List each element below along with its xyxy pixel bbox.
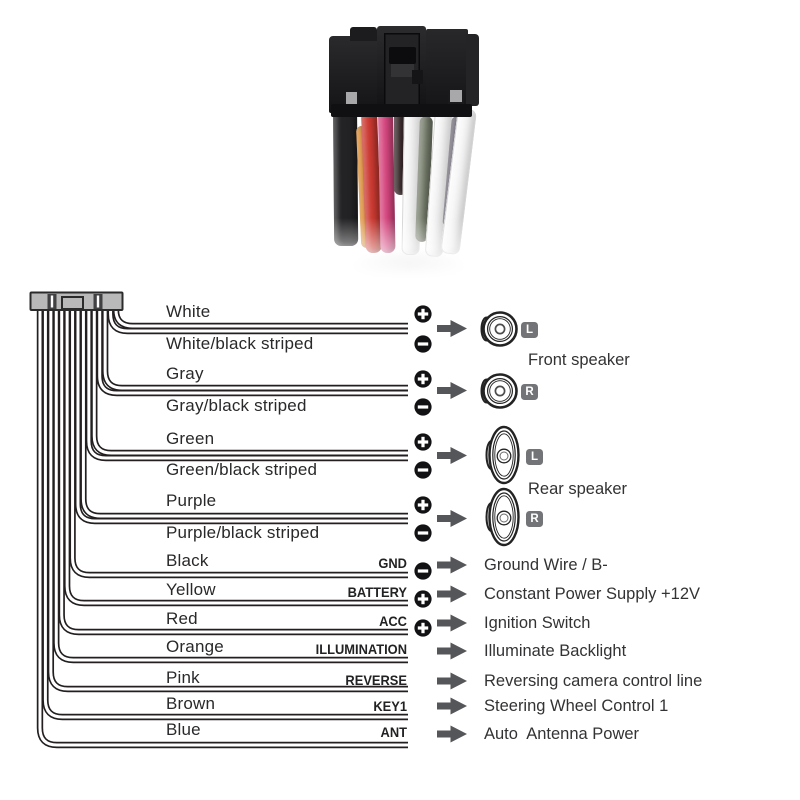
connector-top-tab — [350, 27, 377, 41]
wire-line-yellow — [63, 310, 408, 607]
wire-line-white-black-striped — [107, 310, 408, 335]
arrow-icon — [437, 447, 467, 464]
plus-icon — [414, 433, 432, 451]
plus-icon — [414, 619, 432, 637]
wire-label-green: Green — [166, 429, 215, 448]
wire-line-red — [58, 310, 408, 636]
terminal-code-ant: ANT — [380, 724, 407, 740]
function-label-ignition-switch: Ignition Switch — [484, 614, 591, 632]
wire-label-blue: Blue — [166, 720, 201, 739]
wire-label-purple-black-striped: Purple/black striped — [166, 523, 320, 542]
arrow-icon — [437, 320, 467, 337]
wire-line-green-black-striped — [85, 310, 408, 462]
function-label-auto-antenna-power: Auto Antenna Power — [484, 725, 640, 743]
wire-line-blue — [36, 310, 408, 749]
arrow-icon — [437, 642, 467, 660]
function-label-steering-wheel-control-1: Steering Wheel Control 1 — [484, 697, 669, 715]
function-label-ground-wire-b: Ground Wire / B- — [484, 556, 608, 574]
arrow-icon — [437, 510, 467, 527]
connector-small-key — [412, 70, 423, 84]
front-right-badge: R — [521, 384, 538, 400]
wire-label-pink: Pink — [166, 668, 200, 687]
terminal-code-reverse: REVERSE — [345, 672, 407, 688]
wire-label-white-black-striped: White/black striped — [166, 334, 314, 353]
arrow-icon — [437, 585, 467, 603]
wire-line-green — [91, 310, 408, 457]
connector-latch-icon — [389, 47, 416, 64]
wire-label-green-black-striped: Green/black striped — [166, 460, 318, 479]
wire-label-red: Red — [166, 609, 198, 628]
wire-label-black: Black — [166, 551, 209, 570]
minus-icon — [414, 335, 432, 353]
wire-label-purple: Purple — [166, 491, 217, 510]
wire-line-pink — [47, 310, 408, 693]
front-speaker-label: Front speaker — [528, 351, 630, 369]
connector-far-right-section — [466, 34, 479, 106]
plus-icon — [414, 496, 432, 514]
rear-left-badge: L — [526, 449, 543, 465]
front-left-badge: L — [521, 322, 538, 338]
wire-label-white: White — [166, 302, 211, 321]
rear-speaker-label: Rear speaker — [528, 480, 628, 498]
wire-line-black — [69, 310, 408, 579]
wire-line-orange — [53, 310, 408, 664]
rear-right-badge: R — [526, 511, 543, 527]
wire-line-purple-black-striped — [74, 310, 408, 525]
arrow-icon — [437, 697, 467, 715]
wire-line-purple — [80, 310, 408, 520]
minus-icon — [414, 461, 432, 479]
wire-label-orange: Orange — [166, 637, 224, 656]
wire-line-white — [112, 309, 408, 330]
connector-right-clip — [448, 88, 464, 104]
front-right-speaker-icon — [480, 373, 518, 409]
arrow-icon — [437, 382, 467, 399]
arrow-icon — [437, 614, 467, 632]
wire-line-gray — [101, 310, 408, 392]
function-label-illuminate-backlight: Illuminate Backlight — [484, 642, 627, 660]
connector-latch-lower — [391, 64, 414, 77]
arrow-icon — [437, 672, 467, 690]
wire-line-gray-black-striped — [96, 310, 408, 397]
harness-connector-drawing — [29, 291, 124, 311]
photo-fade — [310, 218, 510, 293]
function-label-constant-power-supply-12v: Constant Power Supply +12V — [484, 585, 701, 603]
terminal-code-key1: KEY1 — [373, 698, 407, 714]
arrow-icon — [437, 556, 467, 574]
terminal-code-battery: BATTERY — [347, 584, 407, 600]
front-left-speaker-icon — [480, 311, 518, 347]
plus-icon — [414, 305, 432, 323]
rear-left-speaker-icon — [485, 425, 520, 485]
wire-label-yellow: Yellow — [166, 580, 216, 599]
rear-right-speaker-icon — [485, 487, 520, 547]
wire-label-brown: Brown — [166, 694, 216, 713]
minus-icon — [414, 398, 432, 416]
minus-icon — [414, 524, 432, 542]
wire-label-gray-black-striped: Gray/black striped — [166, 396, 307, 415]
minus-icon — [414, 562, 432, 580]
terminal-code-illumination: ILLUMINATION — [315, 641, 407, 657]
wire-label-gray: Gray — [166, 364, 204, 383]
connector-bottom-band — [331, 104, 472, 117]
terminal-code-gnd: GND — [378, 555, 407, 571]
plus-icon — [414, 370, 432, 388]
arrow-icon — [437, 725, 467, 743]
terminal-code-acc: ACC — [379, 613, 407, 629]
plus-icon — [414, 590, 432, 608]
function-label-reversing-camera-control-line: Reversing camera control line — [484, 672, 703, 690]
wire-line-brown — [42, 310, 408, 721]
